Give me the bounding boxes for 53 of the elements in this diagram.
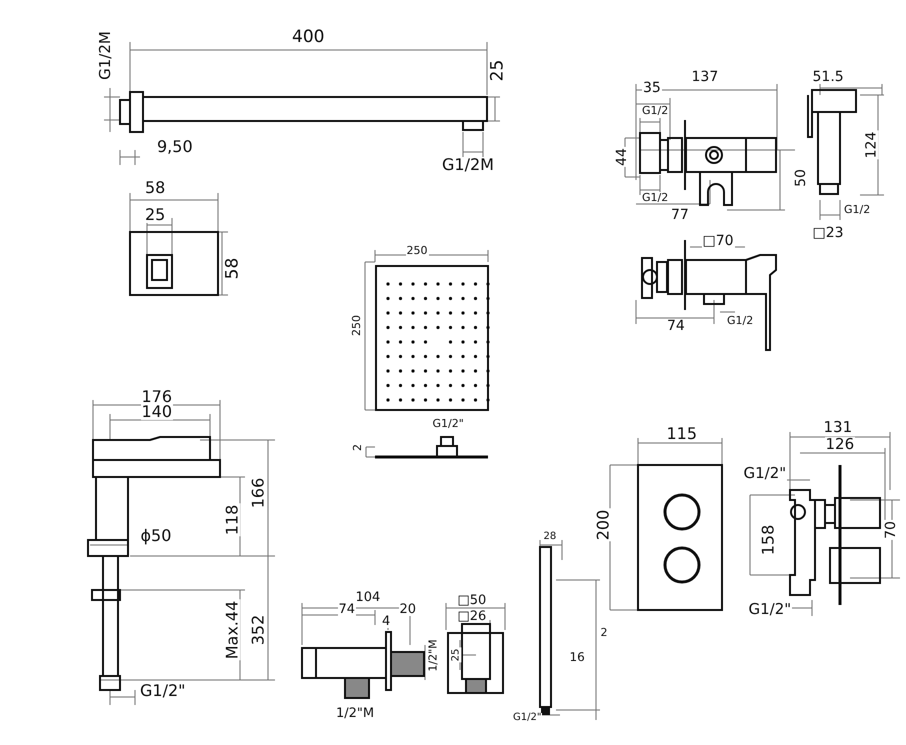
dimension-label: 77 xyxy=(670,208,690,222)
dimension-label: 158 xyxy=(760,524,776,556)
dimension-label: 250 xyxy=(350,314,362,336)
dimension-label: G1/2" xyxy=(512,713,542,723)
dimension-label: G1/2M xyxy=(97,30,112,80)
dimension-label: G1/2" xyxy=(139,683,187,699)
dimension-label: □50 xyxy=(456,594,488,606)
dimension-label: G1/2 xyxy=(843,204,872,214)
dimension-label: 352 xyxy=(250,614,266,646)
dimension-label: 124 xyxy=(864,130,878,160)
dimension-label: G1/2 xyxy=(641,192,670,202)
dimension-label: 176 xyxy=(140,389,174,405)
dimension-label: 1/2"M xyxy=(335,706,376,720)
dimension-label: 28 xyxy=(542,532,558,542)
dimension-label: G1/2" xyxy=(432,418,465,428)
dimension-label: 400 xyxy=(291,28,326,46)
dimension-label: 131 xyxy=(822,420,854,434)
dimension-label: G1/2 xyxy=(641,104,670,116)
dimension-label: 250 xyxy=(406,244,428,256)
dimension-label: Max.44 xyxy=(224,600,240,660)
dimension-label: 140 xyxy=(140,404,174,420)
dimension-label: G1/2 xyxy=(726,314,754,326)
dimension-label: ϕ50 xyxy=(140,528,172,544)
dimension-label: 2 xyxy=(352,442,362,452)
dimension-label: 25 xyxy=(144,207,166,223)
dimension-label: 115 xyxy=(666,426,698,442)
dimension-label: 4 xyxy=(381,614,392,628)
dimension-label: 44 xyxy=(614,147,629,167)
dimension-label: 2 xyxy=(600,626,608,638)
dimension-label: 126 xyxy=(824,436,856,452)
dimension-label: G1/2" xyxy=(742,466,788,480)
dimension-label: 16 xyxy=(568,651,586,663)
dimension-label: 118 xyxy=(224,504,240,536)
dimension-label: 166 xyxy=(250,476,266,510)
dimension-label: 20 xyxy=(398,602,418,616)
dimension-label: 74 xyxy=(338,602,356,616)
dimension-label: □70 xyxy=(702,234,735,248)
dimension-label: 25 xyxy=(450,648,461,662)
dimension-label: 137 xyxy=(690,70,720,84)
dimension-label: 70 xyxy=(884,520,898,540)
dimension-label: 74 xyxy=(666,319,686,333)
dimension-label: □23 xyxy=(812,226,845,240)
dimension-label: 9,50 xyxy=(156,139,194,155)
dimension-label: G1/2M xyxy=(441,157,495,173)
dimension-label: 51.5 xyxy=(812,70,845,84)
dimension-label: 104 xyxy=(354,590,382,604)
dimension-label: 35 xyxy=(642,81,662,95)
dimension-label: 1/2"M xyxy=(428,638,439,672)
dimension-label: G1/2" xyxy=(748,602,792,616)
dimension-label: 58 xyxy=(144,180,166,196)
dimension-label: 200 xyxy=(594,508,611,542)
dimension-label: □26 xyxy=(456,610,488,622)
dimension-label: 50 xyxy=(794,168,808,188)
